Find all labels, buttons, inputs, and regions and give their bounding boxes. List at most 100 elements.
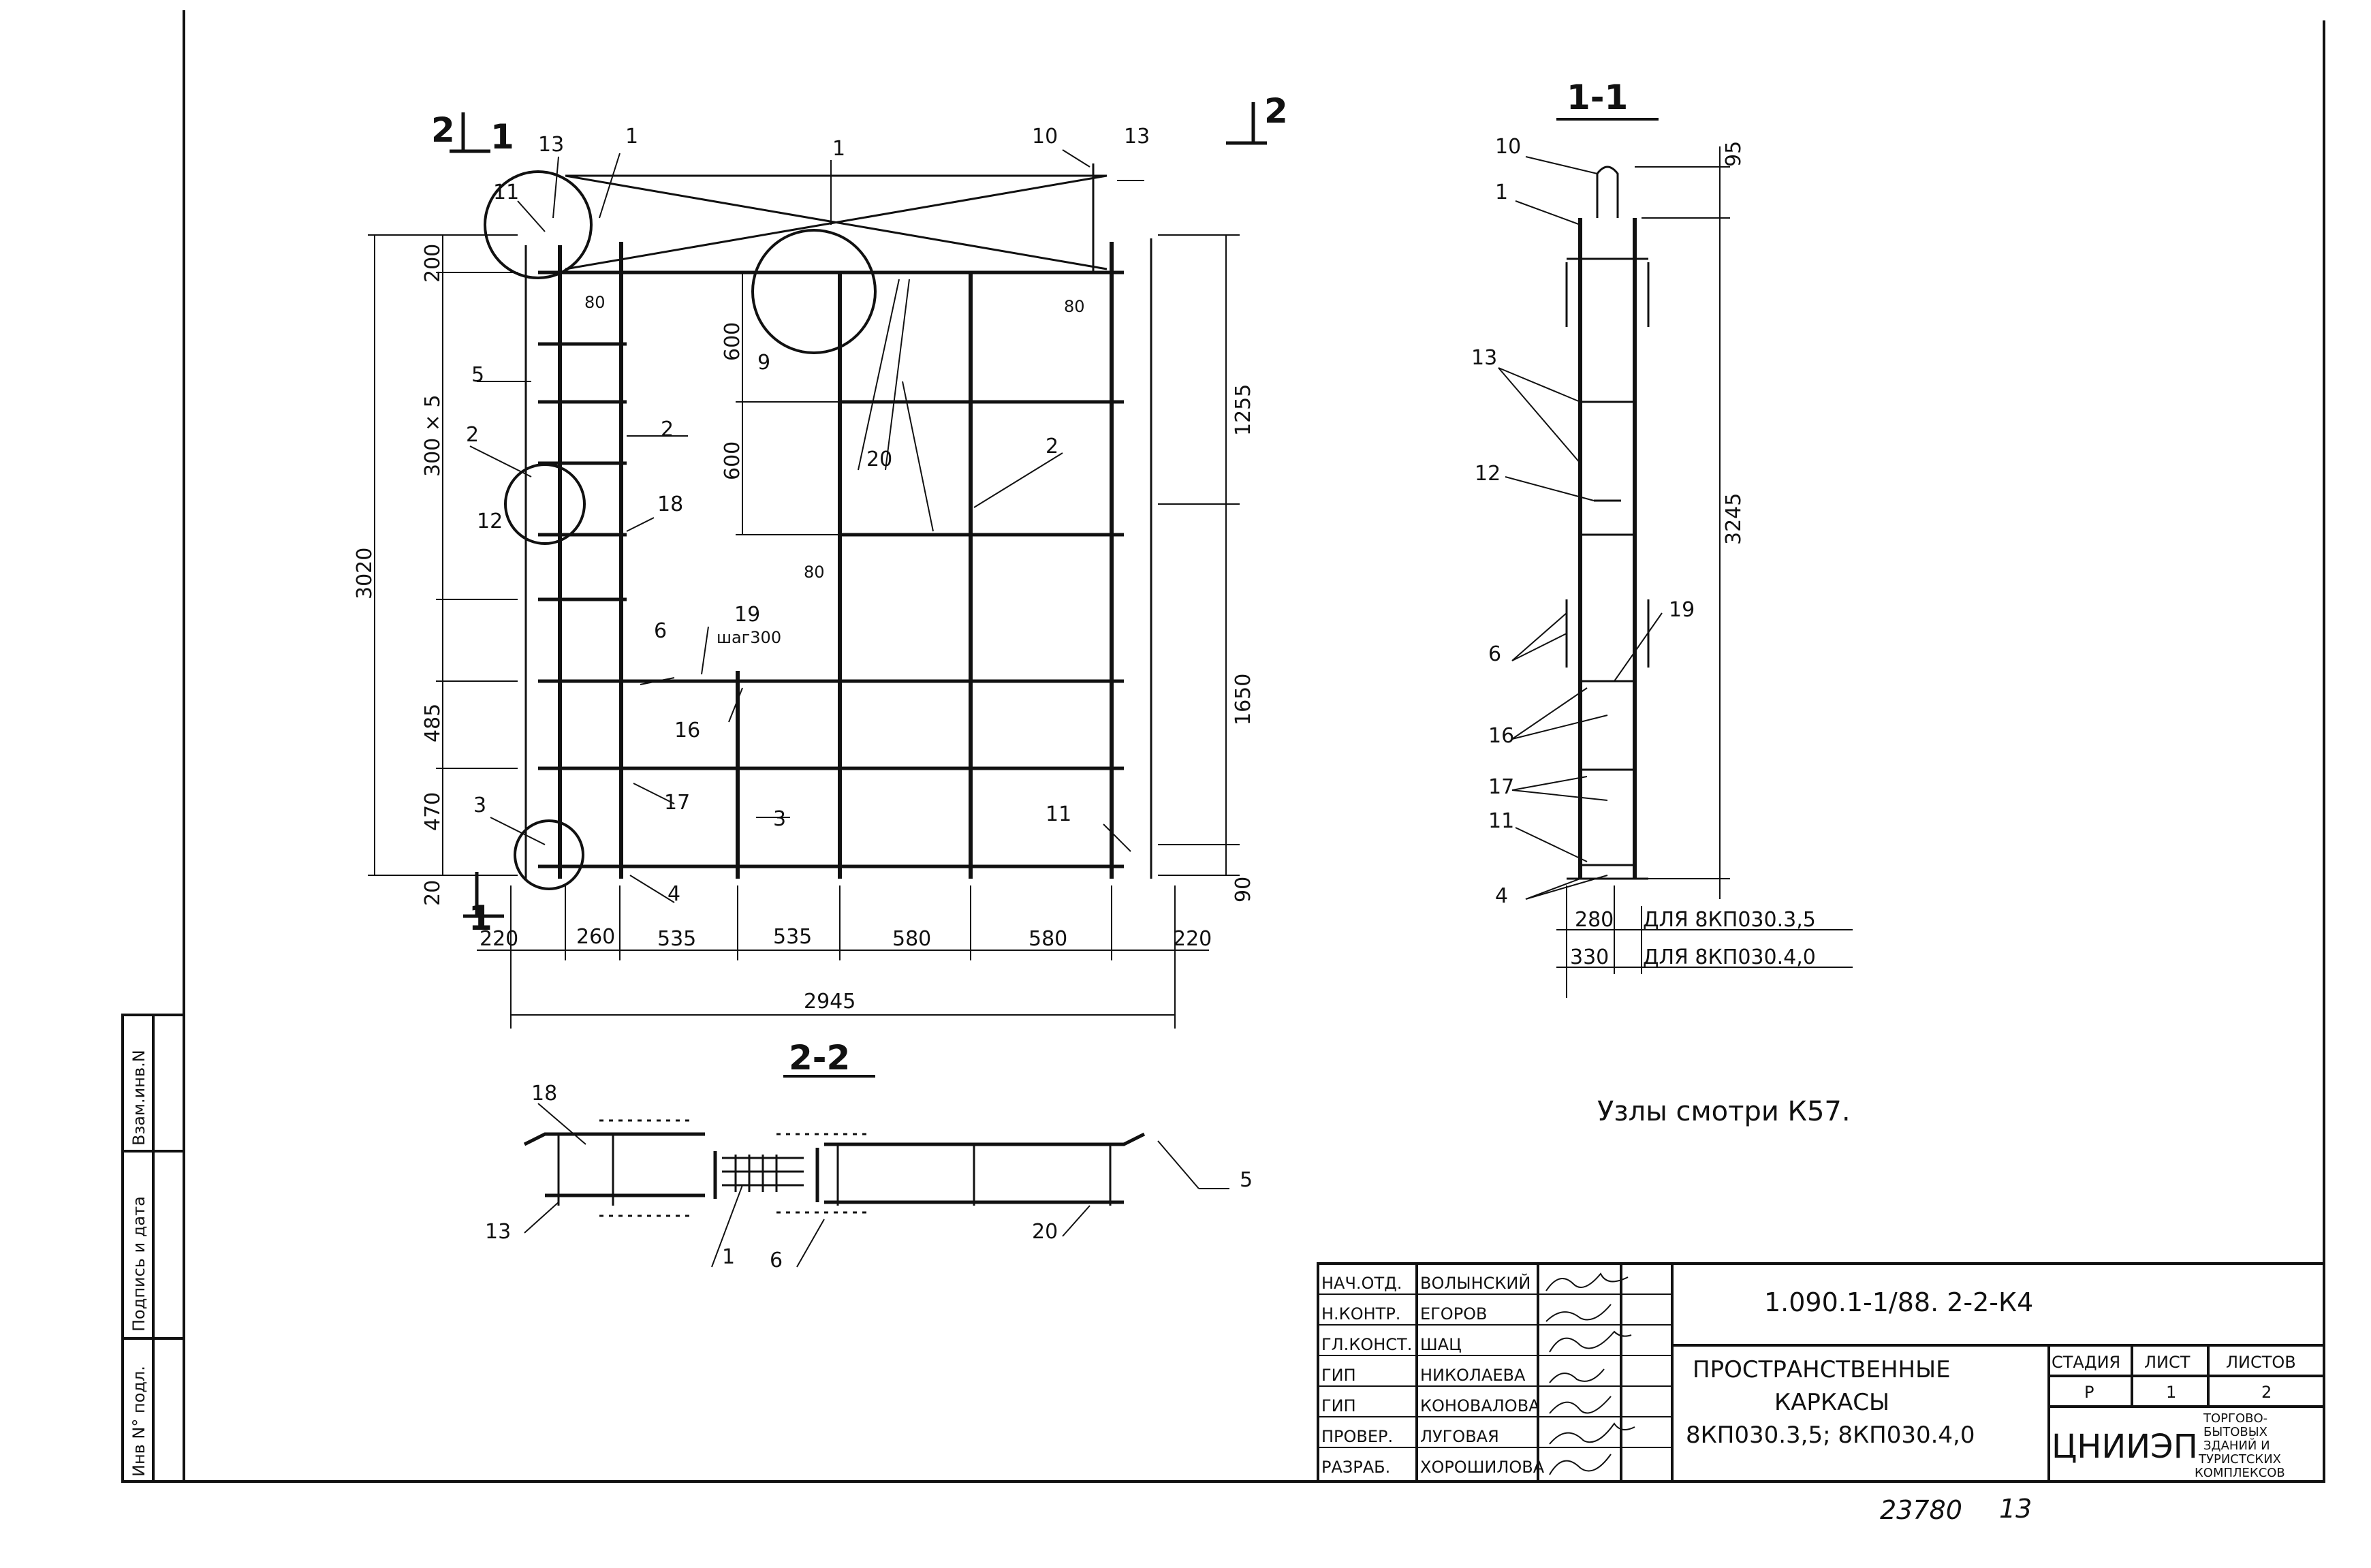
section-2-2-labels: 2-2 18 5 13 1 6 20: [485, 1038, 1253, 1272]
name-chief-constructor: ШАЦ: [1420, 1335, 1462, 1354]
name-gip: НИКОЛАЕВА: [1420, 1366, 1526, 1385]
section-2-2: [523, 1075, 1229, 1268]
callout-18: 18: [531, 1082, 557, 1106]
stage-value: Р: [2084, 1383, 2094, 1402]
side-stamp: [121, 1014, 185, 1483]
dim-300x5: 300 × 5: [421, 394, 445, 477]
callout-6: 6: [770, 1249, 783, 1272]
title-block: [1317, 1262, 2325, 1483]
callout-2: 2: [661, 418, 674, 441]
dim-600: 600: [721, 322, 744, 361]
section-1-1-title: 1-1: [1567, 78, 1628, 117]
callout-4: 4: [668, 882, 680, 906]
dim-220: 220: [1173, 927, 1212, 951]
page-number: 13: [1999, 1494, 2032, 1524]
name-head-dept: ВОЛЫНСКИЙ: [1420, 1273, 1530, 1293]
callout-1: 1: [625, 125, 638, 148]
note-8kp030-3-5: ДЛЯ 8КП030.3,5: [1643, 908, 1816, 932]
dim-3020: 3020: [353, 548, 377, 599]
dim-200: 200: [421, 244, 445, 283]
callout-3: 3: [773, 807, 786, 831]
callout-13: 13: [485, 1220, 511, 1244]
callout-11: 11: [493, 181, 519, 204]
callout-1: 1: [832, 137, 845, 161]
section-1-1: [1498, 118, 1853, 998]
callout-10: 10: [1032, 125, 1058, 148]
org-subtitle-4: ТУРИСТСКИХ: [2198, 1452, 2281, 1467]
section-2-2-title: 2-2: [789, 1038, 850, 1078]
callout-20: 20: [866, 448, 892, 471]
role-developed: РАЗРАБ.: [1321, 1458, 1390, 1477]
cut2-right-label: 2: [1264, 91, 1288, 131]
dim-20: 20: [421, 880, 445, 906]
callout-10: 10: [1495, 135, 1521, 159]
callout-2: 2: [466, 423, 479, 447]
sheet-header: ЛИСТ: [2144, 1353, 2191, 1372]
callout-2: 2: [1046, 435, 1058, 458]
callout-13: 13: [538, 133, 564, 157]
callout-12: 12: [1475, 462, 1501, 486]
dim-535: 535: [773, 925, 812, 949]
callout-3: 3: [473, 794, 486, 817]
name-norm-control: ЕГОРОВ: [1420, 1304, 1488, 1323]
callout-19: 19: [734, 603, 760, 627]
plan-view: [368, 102, 1267, 1029]
role-checked: ПРОВЕР.: [1321, 1427, 1393, 1446]
organization-name: ЦНИИЭП: [2052, 1428, 2198, 1466]
callout-13: 13: [1124, 125, 1150, 148]
callout-20: 20: [1032, 1220, 1058, 1244]
callout-1: 1: [722, 1245, 735, 1269]
callout-11: 11: [1488, 809, 1514, 833]
callout-18: 18: [657, 492, 683, 516]
cut2-left-label: 2: [431, 110, 455, 150]
dim-280: 280: [1575, 908, 1614, 932]
callout-16: 16: [674, 719, 700, 742]
dim-1255: 1255: [1231, 384, 1255, 436]
callout-4: 4: [1495, 884, 1508, 908]
callout-19-note: шаг300: [717, 628, 781, 647]
callout-1: 1: [1495, 181, 1508, 204]
dim-470: 470: [421, 792, 445, 831]
dim-95: 95: [1722, 141, 1746, 167]
section-1-1-labels: 1-1 10 1 13 12 19 6 16 17 11 4 95 3245 2…: [1471, 78, 1816, 969]
dim-485: 485: [421, 704, 445, 742]
title-line-3: 8КП030.3,5; 8КП030.4,0: [1686, 1422, 1975, 1449]
role-head-dept: НАЧ.ОТД.: [1321, 1274, 1402, 1293]
role-chief-constructor: ГЛ.КОНСТ.: [1321, 1335, 1412, 1354]
doc-number: 23780: [1880, 1495, 1962, 1525]
dim-80: 80: [584, 293, 606, 312]
name-gip: КОНОВАЛОВА: [1420, 1396, 1540, 1415]
stamp-signature-date: Подпись и дата: [129, 1196, 148, 1332]
callout-13: 13: [1471, 346, 1497, 370]
callout-5: 5: [1240, 1168, 1253, 1192]
title-block-text: НАЧ.ОТД. ВОЛЫНСКИЙ Н.КОНТР. ЕГОРОВ ГЛ.КО…: [1321, 1273, 2296, 1480]
stamp-replace-inv: Взам.инв.N: [129, 1050, 148, 1146]
dim-3245: 3245: [1722, 493, 1746, 545]
note-8kp030-4-0: ДЛЯ 8КП030.4,0: [1643, 945, 1816, 969]
callout-17: 17: [664, 791, 690, 815]
name-developed: ХОРОШИЛОВА: [1420, 1458, 1545, 1477]
dim-580: 580: [1029, 927, 1067, 951]
sheets-value: 2: [2261, 1383, 2272, 1402]
document-code: 1.090.1-1/88. 2-2-К4: [1764, 1287, 2033, 1317]
role-norm-control: Н.КОНТР.: [1321, 1304, 1400, 1323]
dim-90: 90: [1231, 877, 1255, 903]
callout-11: 11: [1046, 802, 1071, 826]
dim-260: 260: [576, 925, 615, 949]
name-checked: ЛУГОВАЯ: [1420, 1427, 1499, 1446]
org-subtitle-1: ТОРГОВО-: [2203, 1411, 2267, 1426]
callout-17: 17: [1488, 775, 1514, 799]
dim-80: 80: [804, 563, 825, 582]
role-gip: ГИП: [1321, 1396, 1356, 1415]
cut1-bottom-label: 1: [469, 898, 492, 938]
callout-12: 12: [477, 509, 503, 533]
callout-6: 6: [654, 619, 667, 643]
org-subtitle-3: ЗДАНИЙ И: [2203, 1438, 2270, 1453]
stage-header: СТАДИЯ: [2052, 1353, 2120, 1372]
dim-80: 80: [1064, 297, 1085, 316]
sheet-value: 1: [2166, 1383, 2176, 1402]
callout-5: 5: [471, 363, 484, 387]
title-line-1: ПРОСТРАНСТВЕННЫЕ: [1693, 1356, 1951, 1383]
org-subtitle-5: КОМПЛЕКСОВ: [2195, 1466, 2285, 1480]
